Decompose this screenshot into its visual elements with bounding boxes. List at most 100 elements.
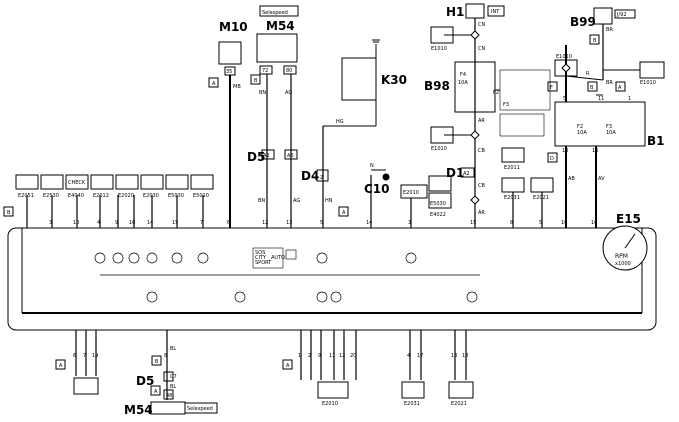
top-pin: 5 bbox=[539, 220, 542, 226]
e15-label: E15 bbox=[616, 212, 641, 226]
bottom-conn-a: A bbox=[59, 363, 63, 369]
c10-label: C10 bbox=[364, 182, 390, 196]
rpm-label: RPM bbox=[615, 253, 628, 260]
b1-conn-f: F bbox=[550, 85, 553, 91]
m54-conn-label: B bbox=[254, 78, 258, 84]
m54-pin-b-label: 80 bbox=[286, 68, 292, 74]
top-pin: 10 bbox=[73, 220, 79, 226]
ref-e2051: E2051 bbox=[18, 193, 34, 199]
bottom-conn-a3: A bbox=[286, 363, 290, 369]
bottom-pin: 1 bbox=[298, 353, 301, 359]
d5-wire-a-label: BN bbox=[258, 198, 265, 204]
b1-pin-a-label: 13 bbox=[562, 148, 568, 154]
ref-e2030: E2030 bbox=[143, 193, 159, 199]
d5-bottom-label: D5 bbox=[136, 374, 154, 388]
lamp-icon bbox=[146, 291, 158, 303]
b98-label: B98 bbox=[424, 79, 450, 93]
check-label: CHECK bbox=[68, 180, 86, 186]
ref-e5030-d1: E5030 bbox=[430, 201, 446, 207]
bottom-pin: 12 bbox=[339, 353, 345, 359]
b1-pin-b-label: 16 bbox=[592, 148, 598, 154]
b99-component bbox=[593, 7, 613, 25]
ref-e2012: E2012 bbox=[93, 193, 109, 199]
e2030-indicator bbox=[140, 174, 164, 190]
lamp-icon bbox=[405, 252, 417, 264]
bottom-pin: 20 bbox=[350, 353, 356, 359]
b1-pin-top-2: 1 bbox=[628, 96, 631, 102]
m54-top-label: M54 bbox=[266, 19, 295, 33]
bottom-pin: 6 bbox=[73, 353, 76, 359]
ref-bottom-e2031: E2031 bbox=[404, 401, 420, 407]
e4040-indicator bbox=[65, 174, 89, 190]
e2530-indicator bbox=[40, 174, 64, 190]
m54-wire-b-label: AG bbox=[285, 90, 292, 96]
top-pin: 16 bbox=[591, 220, 597, 226]
top-pin: 15 bbox=[470, 220, 476, 226]
top-pin: 4 bbox=[97, 220, 100, 226]
m54-pin-a-label: 72 bbox=[262, 68, 268, 74]
lamp-icon bbox=[234, 291, 246, 303]
b1-f3-label: F3 bbox=[606, 124, 612, 130]
b98-fuse-rating: 10A bbox=[458, 80, 468, 86]
ref-c10: E2010 bbox=[403, 190, 419, 196]
bottom-pin: 2 bbox=[308, 353, 311, 359]
top-pin: 6 bbox=[227, 220, 230, 226]
ref-h1-e1010: E1010 bbox=[431, 46, 447, 52]
d5-wire-b-label: AG bbox=[293, 198, 300, 204]
mode-city: CITY bbox=[255, 255, 267, 261]
ref-e4040: E4040 bbox=[68, 193, 84, 199]
lamp-icon bbox=[466, 291, 478, 303]
b1-f2-label: F2 bbox=[577, 124, 583, 130]
top-pin: 14 bbox=[366, 220, 372, 226]
lamp-icon bbox=[197, 252, 209, 264]
b1-conn-b: B bbox=[590, 85, 594, 91]
b98-f3-label: F3 bbox=[503, 102, 509, 108]
d5-bottom-wire2-label: BL bbox=[170, 384, 176, 390]
top-pin: 13 bbox=[286, 220, 292, 226]
c10-wire-label: N bbox=[370, 163, 374, 169]
m54-bottom-tag-label: Selespeed bbox=[187, 406, 213, 412]
top-pin: 15 bbox=[172, 220, 178, 226]
d5-bottom-pin2-label: 48 bbox=[166, 393, 172, 399]
b1-conn-d: D bbox=[550, 156, 554, 162]
h1-wire-1-label: CN bbox=[478, 22, 485, 28]
b98-fuse-label: F4 bbox=[460, 72, 466, 78]
d5-pin-a-label: A2 bbox=[263, 153, 270, 159]
top-pin: 8 bbox=[510, 220, 513, 226]
ref-e2011: E2011 bbox=[504, 165, 520, 171]
top-pin: 16 bbox=[129, 220, 135, 226]
d1-wire-1-label: CB bbox=[478, 183, 485, 189]
mode-auto: AUTO bbox=[271, 255, 285, 261]
bottom-conn-b: B bbox=[155, 359, 159, 365]
h1-tag-label: INT bbox=[491, 9, 500, 15]
bottom-pin-numbers: 6 7 19 A 8 B A 1 2 9 11 12 20 A 4 17 13 … bbox=[59, 353, 468, 395]
top-pin: 14 bbox=[147, 220, 153, 226]
b1-label: B1 bbox=[647, 134, 665, 148]
e2011-ref-box bbox=[501, 147, 525, 163]
top-pin: 3 bbox=[408, 220, 411, 226]
lamp-icon bbox=[316, 291, 328, 303]
top-pin: 3 bbox=[49, 220, 52, 226]
bottom-e2021-box bbox=[448, 381, 474, 399]
bottom-pin: 19 bbox=[92, 353, 98, 359]
b99-wire-label: BR bbox=[606, 27, 613, 33]
bottom-pin: 8 bbox=[164, 353, 167, 359]
m54-top-tag bbox=[259, 5, 299, 17]
m10-wire-label: MB bbox=[233, 84, 241, 90]
ref-e2031: E2031 bbox=[504, 195, 520, 201]
bottom-e2010-box bbox=[317, 381, 349, 399]
k30-label: K30 bbox=[381, 73, 407, 87]
ref-e2021: E2021 bbox=[533, 195, 549, 201]
d5-bottom-wire-label: BL bbox=[170, 346, 176, 352]
h1-component bbox=[465, 3, 485, 19]
ref-e5010: E5010 bbox=[193, 193, 209, 199]
ref-e2020: E2020 bbox=[118, 193, 134, 199]
bottom-left-indicator bbox=[73, 377, 99, 395]
ref-bottom-e2010: E2010 bbox=[322, 401, 338, 407]
d5-pin-b-label: A6 bbox=[287, 153, 294, 159]
bottom-pin: 9 bbox=[318, 353, 321, 359]
m10-component bbox=[218, 41, 242, 65]
ref-b1-e1010: E1010 bbox=[640, 80, 656, 86]
b1-wire-av-label: AV bbox=[598, 176, 605, 182]
